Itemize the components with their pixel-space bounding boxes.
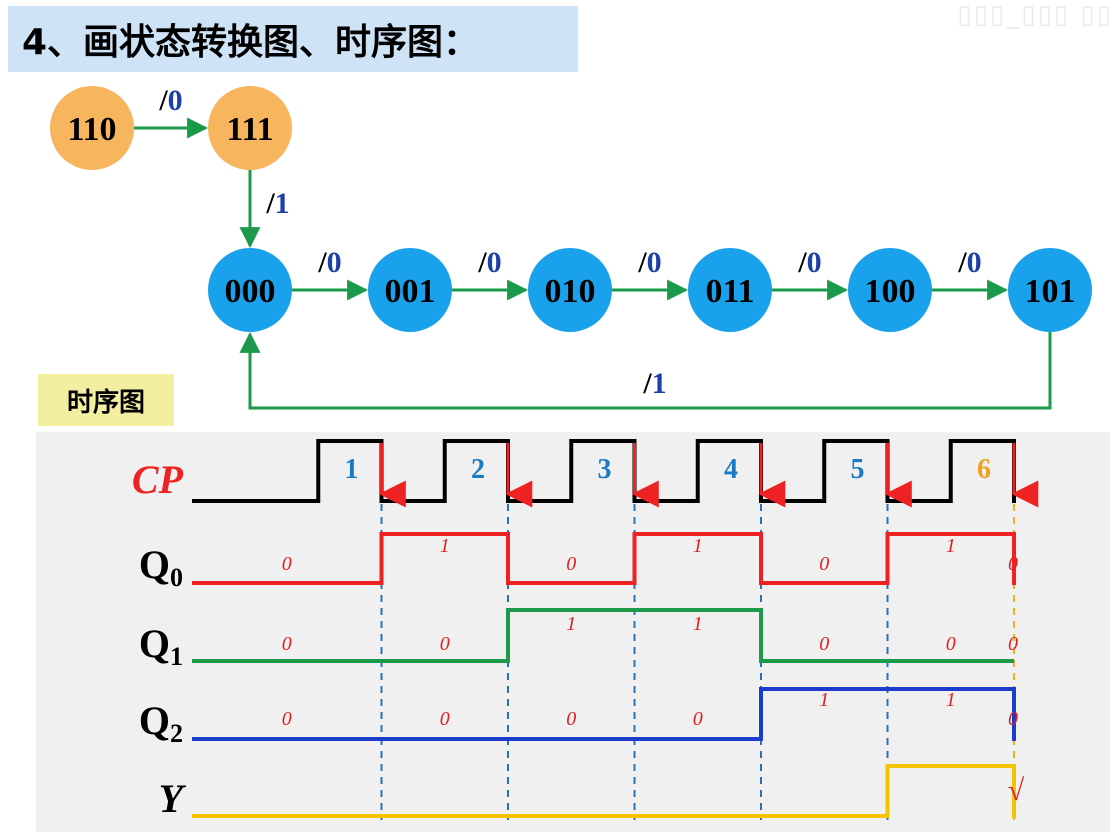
handwritten-value: 1 [693, 613, 703, 635]
signal-label-sub: 1 [170, 642, 183, 671]
state-node-111 [208, 86, 292, 170]
transition-output: 0 [807, 246, 822, 279]
handwritten-value: 1 [566, 613, 576, 635]
signal-label-main: CP [132, 457, 184, 502]
pulse-number: 3 [598, 454, 612, 485]
transition-slash: / [637, 246, 647, 279]
state-node-100 [848, 248, 932, 332]
waveform-q2 [192, 687, 1016, 741]
handwritten-value: 0 [1008, 708, 1018, 730]
signal-label-main: Q [139, 542, 170, 587]
pulse-number: 2 [471, 454, 485, 485]
transition-output: 0 [168, 84, 183, 117]
transition-slash: / [797, 246, 807, 279]
signal-label-y: Y [159, 776, 187, 821]
handwritten-value: 0 [693, 708, 703, 730]
handwritten-value: 0 [282, 633, 292, 655]
transition-label: /1 [265, 187, 289, 220]
transition-slash: / [265, 187, 275, 220]
transition-label: /0 [158, 84, 182, 117]
transition-slash: / [477, 246, 487, 279]
waveform-y [192, 764, 1016, 818]
handwritten-value: 1 [440, 535, 450, 557]
handwritten-value: 0 [819, 633, 829, 655]
state-node-000 [208, 248, 292, 332]
transition-label: /0 [317, 246, 341, 279]
state-node-011 [688, 248, 772, 332]
handwritten-value: 1 [946, 689, 956, 711]
handwritten-value: 1 [946, 535, 956, 557]
state-node-label: 010 [545, 273, 596, 310]
page-title: 4、画状态转换图、时序图： [22, 22, 480, 63]
handwritten-value: 0 [440, 708, 450, 730]
state-node-label: 101 [1025, 273, 1076, 310]
signal-label-cp: CP [132, 457, 184, 502]
handwritten-value: 0 [1008, 553, 1018, 575]
handwritten-value: 0 [282, 553, 292, 575]
state-node-label: 000 [225, 273, 276, 310]
handwritten-value: 1 [819, 689, 829, 711]
handwritten-value: 0 [440, 633, 450, 655]
state-node-label: 111 [226, 111, 273, 148]
pulse-number: 5 [851, 454, 865, 485]
signal-label-sub: 0 [170, 563, 183, 592]
signal-label-main: Q [139, 621, 170, 666]
pulse-number: 4 [724, 454, 738, 485]
transition-label: /0 [957, 246, 981, 279]
timing-diagram-label: 时序图 [38, 374, 174, 426]
pulse-number: 6 [977, 454, 991, 485]
transition-output: 0 [967, 246, 982, 279]
state-node-101 [1008, 248, 1092, 332]
handwritten-value: 0 [282, 708, 292, 730]
handwritten-value: 0 [1008, 633, 1018, 655]
transition-output: 1 [652, 367, 667, 400]
waveform-q0 [192, 532, 1016, 585]
signal-label-sub: 2 [170, 719, 183, 748]
watermark: ▯▯▯_▯▯▯ ▯▯ [957, 0, 1113, 30]
signal-label-q0: Q0 [139, 542, 183, 592]
signal-label-main: Y [159, 776, 187, 821]
transition-label: /1 [642, 367, 666, 400]
state-node-label: 100 [865, 273, 916, 310]
handwritten-value: 1 [693, 535, 703, 557]
handwritten-value: 0 [946, 633, 956, 655]
state-node-label: 011 [705, 273, 754, 310]
state-node-label: 110 [67, 111, 116, 148]
transition-label: /0 [477, 246, 501, 279]
handwritten-value: 0 [566, 708, 576, 730]
signal-label-q1: Q1 [139, 621, 183, 671]
transition-slash: / [642, 367, 652, 400]
timing-diagram-label-text: 时序图 [66, 387, 145, 418]
handwritten-value: 0 [819, 553, 829, 575]
transition-output: 0 [487, 246, 502, 279]
signal-label-main: Q [139, 698, 170, 743]
state-node-001 [368, 248, 452, 332]
transition-slash: / [957, 246, 967, 279]
transition-label: /0 [797, 246, 821, 279]
transition-slash: / [317, 246, 327, 279]
transition-slash: / [158, 84, 168, 117]
handwritten-value: 0 [566, 553, 576, 575]
transition-label: /0 [637, 246, 661, 279]
transition-arrow-101-000 [239, 331, 1052, 410]
state-node-label: 001 [385, 273, 436, 310]
signal-label-q2: Q2 [139, 698, 183, 748]
transition-output: 1 [275, 187, 290, 220]
state-node-110 [50, 86, 134, 170]
title-banner: 4、画状态转换图、时序图： [8, 6, 578, 72]
waveform-q1 [192, 608, 1014, 663]
transition-output: 0 [647, 246, 662, 279]
state-node-010 [528, 248, 612, 332]
handwritten-check-mark: √ [1008, 774, 1025, 807]
transition-output: 0 [327, 246, 342, 279]
pulse-number: 1 [345, 454, 359, 485]
